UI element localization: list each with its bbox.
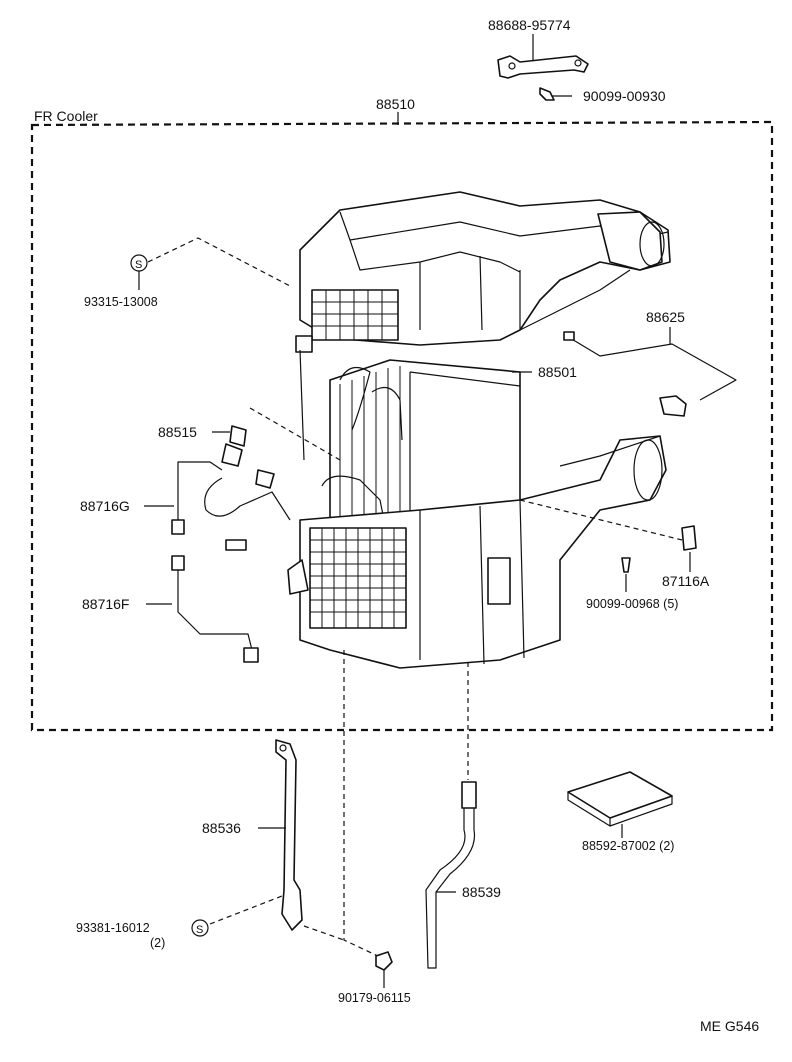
valve-88515 [221,425,275,489]
label-88592-87002: 88592-87002 (2) [582,839,674,853]
bracket-88688 [497,55,589,79]
reference-code: ME G546 [700,1018,759,1034]
screw-90099-00930 [539,87,572,101]
tube-88716F [171,555,259,663]
label-87116A: 87116A [662,573,710,589]
screw-90099-00968 [621,557,631,573]
s-symbol-2: S [196,924,203,936]
s-mark-93315: S [130,254,148,272]
label-93381-16012: 93381-16012 [76,921,150,935]
label-90099-00968: 90099-00968 (5) [586,597,678,611]
label-93381-qty: (2) [150,936,165,950]
s-mark-93381: S [191,919,209,937]
label-88536: 88536 [202,820,241,836]
label-88510: 88510 [376,96,415,112]
drain-hose-88539 [425,781,477,969]
label-88716G: 88716G [80,498,130,514]
label-90099-00930: 90099-00930 [583,88,666,104]
cooler-unit-body [287,191,671,669]
label-88625: 88625 [646,309,685,325]
label-88716F: 88716F [82,596,129,612]
label-88539: 88539 [462,884,501,900]
bracket-88536 [275,739,303,931]
tube-88716G [171,461,291,551]
fr-cooler-frame: FR Cooler [30,108,774,732]
label-93315-13008: 93315-13008 [84,295,158,309]
label-88501: 88501 [538,364,577,380]
frame-title: FR Cooler [34,108,98,124]
filter-88592 [567,771,673,827]
nut-90179-06115 [375,951,393,971]
clip-87116A [681,525,697,551]
label-88688-95774: 88688-95774 [488,17,571,33]
label-88515: 88515 [158,424,197,440]
label-90179-06115: 90179-06115 [338,991,411,1005]
sensor-88625 [563,331,737,417]
s-symbol: S [135,259,142,271]
